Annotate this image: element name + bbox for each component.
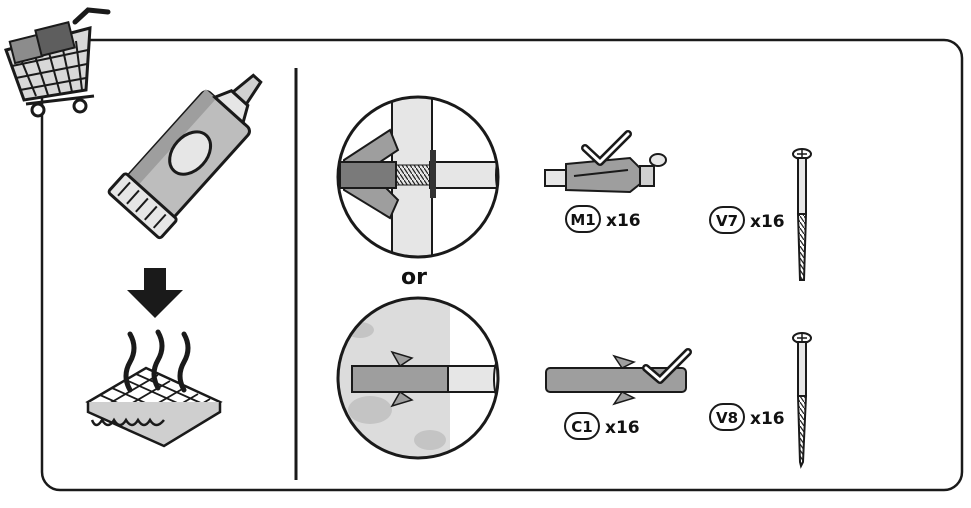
arrow-down-icon xyxy=(127,268,183,318)
svg-text:M1: M1 xyxy=(570,211,595,229)
diagram-frame xyxy=(40,38,964,492)
solid-wall-plug-detail-icon xyxy=(336,296,500,460)
part-label-v7: V7 x16 xyxy=(709,206,785,234)
screw-icon xyxy=(792,332,812,469)
screw-icon xyxy=(792,148,812,281)
or-separator: or xyxy=(401,265,427,290)
checkmark-icon xyxy=(642,348,692,384)
checkmark-icon xyxy=(581,130,632,166)
shopping-cart-icon xyxy=(4,7,111,118)
svg-text:V8: V8 xyxy=(716,409,738,427)
hollow-wall-anchor-detail-icon xyxy=(336,95,500,259)
heated-tile-icon xyxy=(85,329,223,448)
svg-text:C1: C1 xyxy=(571,418,592,436)
hollow-anchor-m1-icon xyxy=(544,153,667,194)
svg-text:x16: x16 xyxy=(750,212,785,232)
glue-tube-icon xyxy=(107,73,263,240)
svg-text:x16: x16 xyxy=(606,211,641,231)
svg-text:x16: x16 xyxy=(750,409,785,429)
svg-text:x16: x16 xyxy=(605,418,640,438)
svg-text:V7: V7 xyxy=(716,212,738,230)
part-label-v8: V8 x16 xyxy=(709,403,785,431)
part-label-c1: C1 x16 xyxy=(564,412,640,440)
part-label-m1: M1 x16 xyxy=(565,205,641,233)
